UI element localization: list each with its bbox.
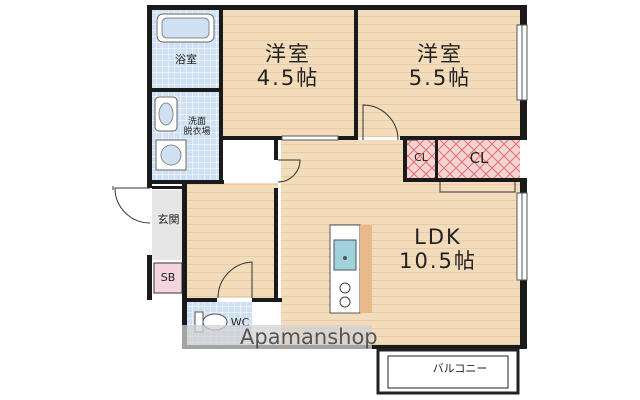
ldk-size: 10.5帖	[399, 249, 477, 274]
shoe-box-label: SB	[160, 271, 176, 284]
closet-large-label: CL	[469, 149, 489, 167]
ldk-label: LDK 10.5帖	[378, 225, 498, 273]
western-room-2-label: 洋室 5.5帖	[370, 42, 510, 90]
western-room-2-floor	[358, 10, 520, 137]
corridor-floor	[187, 183, 278, 298]
walls	[147, 5, 527, 349]
ldk-name: LDK	[414, 225, 462, 249]
western-room-1-size: 4.5帖	[256, 66, 320, 91]
stove-icon	[339, 282, 351, 308]
counter-top	[360, 225, 372, 313]
western-room-1-name: 洋室	[265, 42, 311, 66]
entrance-label: 玄関	[157, 213, 180, 226]
washroom-label-line2: 脱衣場	[183, 126, 211, 137]
closet-small-label: CL	[414, 151, 428, 164]
balcony-area	[376, 348, 520, 395]
bath-label: 浴室	[175, 53, 197, 66]
sink-icon	[333, 239, 357, 271]
western-room-1-label: 洋室 4.5帖	[230, 42, 346, 90]
western-room-2-name: 洋室	[417, 42, 463, 66]
washroom-label-line1: 洗面	[187, 117, 206, 127]
entrance-floor	[152, 190, 185, 260]
watermark: Apamanshop	[182, 325, 378, 349]
washroom-label: 洗面 脱衣場	[176, 117, 218, 138]
windows	[281, 24, 528, 281]
closet-large-area	[438, 140, 520, 178]
western-room-1-floor	[223, 10, 354, 137]
western-room-2-size: 5.5帖	[408, 66, 472, 91]
balcony-label: バルコニー	[432, 362, 488, 375]
closet-small-area	[407, 140, 435, 178]
